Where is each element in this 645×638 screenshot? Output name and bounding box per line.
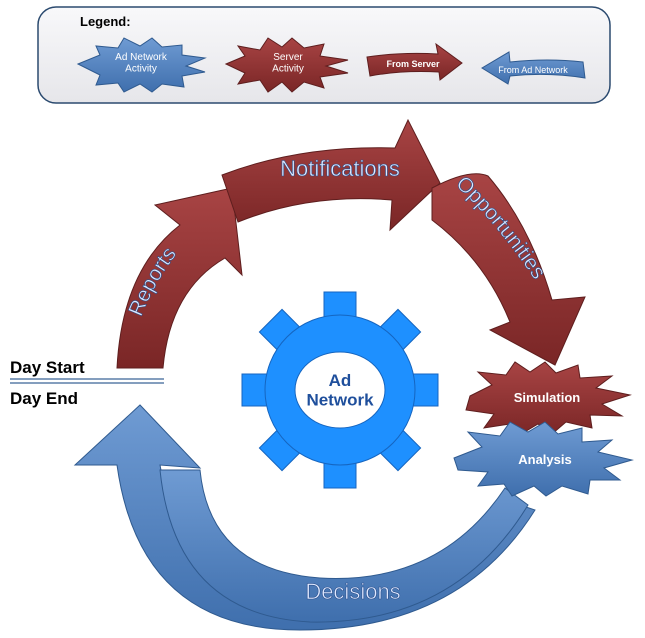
analysis-starburst [453, 421, 634, 497]
day-start-label: Day Start [10, 358, 85, 377]
notifications-arrow [221, 118, 441, 232]
day-end-label: Day End [10, 389, 78, 408]
notifications-label: Notifications [280, 156, 400, 181]
legend-from-server-arrow [366, 42, 463, 81]
decisions-label: Decisions [305, 579, 400, 604]
legend-server-starburst [224, 37, 349, 93]
legend-title: Legend: [80, 14, 131, 29]
legend-from-ad-network-label: From Ad Network [498, 65, 568, 75]
simulation-label: Simulation [514, 390, 581, 405]
legend-from-server-label: From Server [386, 59, 440, 69]
analysis-label: Analysis [518, 452, 571, 467]
reports-arrow [116, 187, 243, 369]
legend-from-ad-network-arrow [481, 51, 586, 85]
opportunities-arrow [431, 173, 586, 366]
legend-ad-network-starburst [76, 37, 207, 93]
gear-icon [241, 291, 439, 489]
decisions-arrow-body [159, 469, 529, 623]
